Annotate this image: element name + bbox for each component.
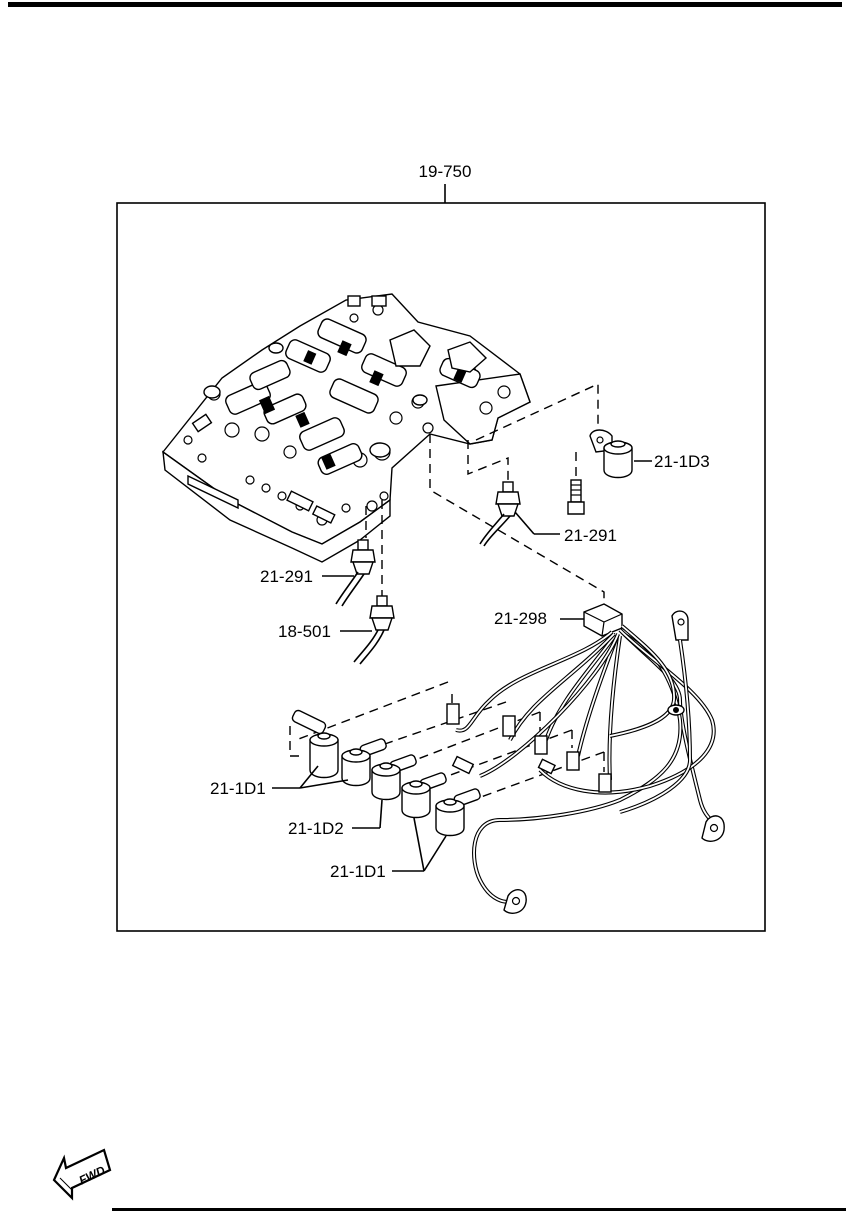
callout-solenoid-d1-lower: 21-1D1 bbox=[330, 862, 386, 881]
solenoid-group bbox=[272, 709, 481, 872]
callout-switch-right: 21-291 bbox=[564, 526, 617, 545]
wiring-harness bbox=[446, 603, 725, 914]
assembly-frame bbox=[116, 202, 766, 932]
top-rule bbox=[8, 2, 842, 7]
callout-sensor: 18-501 bbox=[278, 622, 331, 641]
bottom-rule bbox=[112, 1208, 846, 1211]
sensor-18-501 bbox=[340, 595, 395, 665]
solenoid-21-1D3 bbox=[589, 429, 652, 479]
callout-assembly: 19-750 bbox=[419, 162, 472, 181]
callout-solenoid-d2: 21-1D2 bbox=[288, 819, 344, 838]
switch-right bbox=[479, 481, 560, 547]
callout-solenoid-d1-upper: 21-1D1 bbox=[210, 779, 266, 798]
bolt bbox=[567, 479, 585, 515]
callout-solenoid-d3: 21-1D3 bbox=[654, 452, 710, 471]
callout-switch-left: 21-291 bbox=[260, 567, 313, 586]
fwd-arrow-icon: FWD bbox=[52, 1148, 112, 1201]
switch-left bbox=[322, 539, 376, 607]
control-valve-body bbox=[161, 293, 531, 563]
callout-connector: 21-298 bbox=[494, 609, 547, 628]
